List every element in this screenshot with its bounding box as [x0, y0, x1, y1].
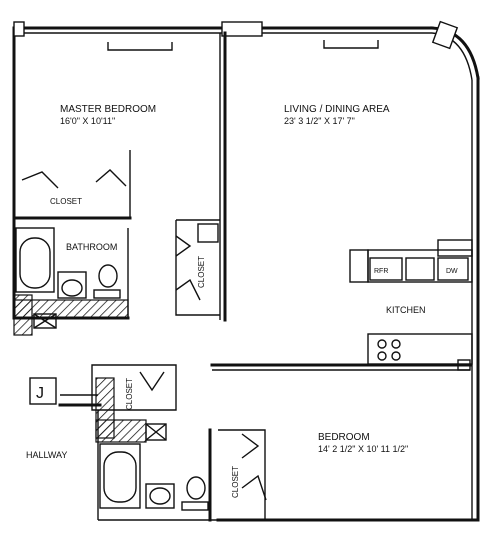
master-bedroom-dims: 16'0" X 10'11"	[60, 116, 115, 126]
master-closet-label: CLOSET	[50, 197, 82, 206]
living-dining-dims: 23' 3 1/2" X 17' 7"	[284, 116, 355, 126]
bathroom-label: BATHROOM	[66, 242, 117, 252]
structural-columns	[13, 20, 459, 50]
second-closet-door	[139, 371, 165, 392]
exterior-walls	[12, 26, 480, 522]
sink-1	[93, 264, 121, 299]
sink-2	[181, 476, 209, 511]
exhaust-vent-2	[145, 423, 167, 441]
kitchen-counter	[349, 239, 473, 371]
j-marker	[29, 377, 57, 405]
living-dining-label: LIVING / DINING AREA	[284, 104, 390, 115]
refrigerator-label: RFR	[374, 268, 388, 275]
master-bedroom-label: MASTER BEDROOM	[60, 104, 156, 115]
bedroom-label: BEDROOM	[318, 432, 370, 443]
exhaust-vent-1	[33, 313, 57, 329]
hall-closet-doors	[175, 223, 219, 301]
hall-closet-label: CLOSET	[197, 256, 206, 288]
interior-walls	[12, 31, 472, 522]
toilet-2	[145, 483, 175, 509]
bedroom-dims: 14' 2 1/2" X 10' 11 1/2"	[318, 444, 408, 454]
bedroom-closet-doors	[241, 433, 267, 501]
window-markers	[107, 40, 379, 51]
dishwasher-label: DW	[446, 268, 458, 275]
bathtub-1	[15, 227, 55, 293]
master-closet-doors	[21, 169, 127, 189]
j-marker-label: J	[36, 385, 44, 402]
bedroom-closet-label: CLOSET	[231, 466, 240, 498]
hallway-label: HALLWAY	[26, 450, 67, 460]
toilet-1	[57, 271, 87, 299]
second-closet-label: CLOSET	[125, 378, 134, 410]
bathtub-2	[99, 443, 141, 509]
kitchen-label: KITCHEN	[386, 305, 426, 315]
